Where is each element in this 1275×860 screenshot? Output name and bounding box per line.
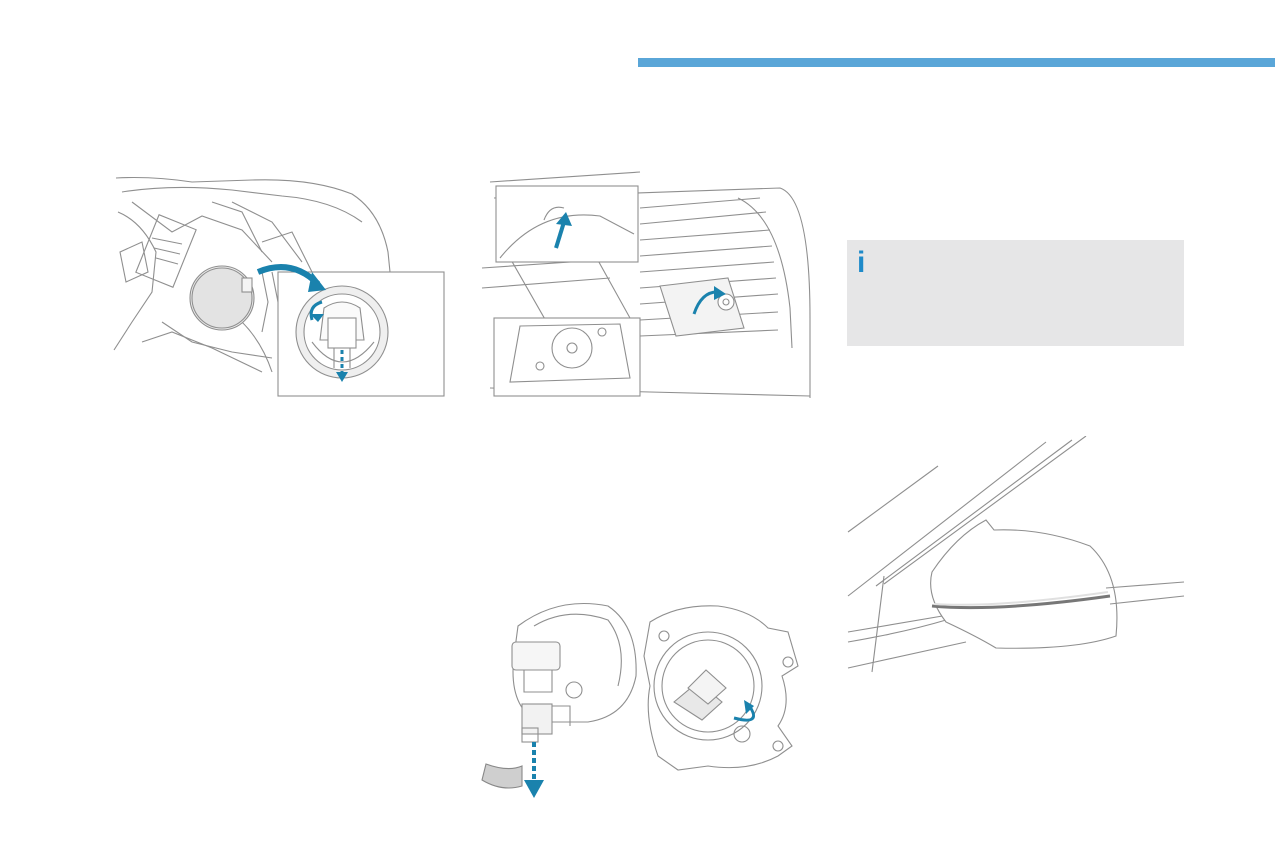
info-icon: i	[857, 246, 866, 279]
fog-lamp-illustration	[478, 596, 820, 802]
info-note-box: i	[847, 240, 1184, 346]
front-grille-illustration	[480, 168, 825, 400]
headlamp-bulb-illustration	[112, 172, 448, 398]
door-mirror-illustration	[846, 436, 1186, 676]
chapter-accent-bar	[638, 58, 1275, 67]
